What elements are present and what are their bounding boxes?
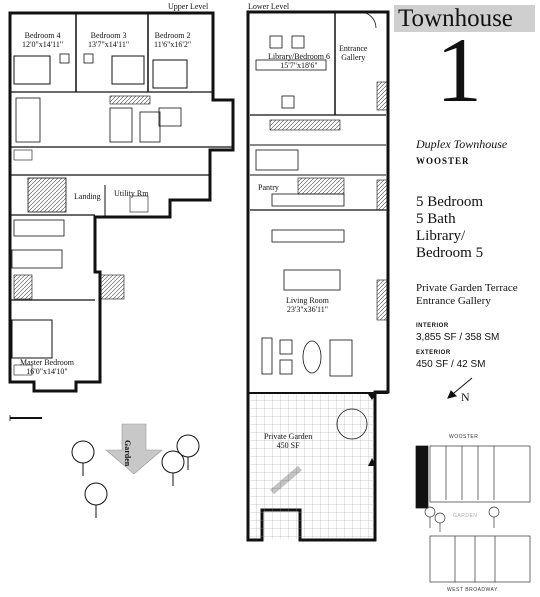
unit-subtitle: Duplex Townhouse [416, 137, 508, 151]
locator-top-street: WOOSTER [449, 434, 479, 440]
pantry-label: Pantry [258, 183, 279, 192]
exterior-value: 450 SF / 42 SM [416, 359, 486, 370]
locator-bottom-street: WEST BROADWAY [447, 587, 498, 593]
upper-level-label: Upper Level [168, 2, 209, 11]
feature-list: 5 Bedroom 5 Bath Library/ Bedroom 5 [416, 194, 484, 261]
garden-arrow [105, 423, 163, 475]
unit-number: 1 [436, 19, 482, 121]
landing-label: Landing [74, 192, 101, 201]
interior-value: 3,855 SF / 358 SM [416, 332, 500, 343]
extras-list: Private Garden Terrace Entrance Gallery [416, 282, 518, 307]
interior-label: INTERIOR [416, 323, 449, 329]
exterior-label: EXTERIOR [416, 350, 451, 356]
utility-room-label: Utility Rm [114, 189, 149, 198]
north-arrow-icon [447, 377, 473, 399]
lower-level-plan [246, 10, 390, 542]
page-title: Townhouse [398, 5, 513, 32]
north-label: N [461, 390, 470, 404]
street-name: WOOSTER [416, 156, 470, 166]
locator-garden: GARDEN [453, 513, 478, 519]
garden-arrow-label: Garden [123, 440, 132, 467]
lower-level-label: Lower Level [248, 2, 290, 11]
scale-bar [9, 415, 42, 421]
locator-map [415, 445, 531, 583]
upper-level-plan [8, 11, 235, 393]
title-background [394, 5, 535, 32]
tree-icons [71, 434, 200, 518]
